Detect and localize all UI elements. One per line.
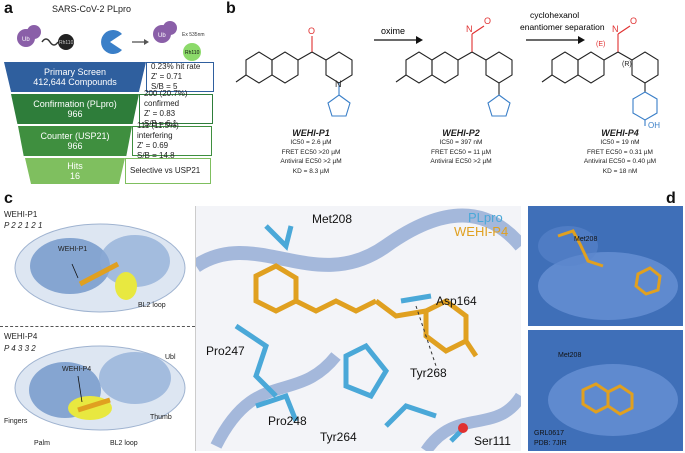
wehi-p4-structure [541,25,659,126]
residue-pro247: Pro247 [206,344,245,358]
p1-ligand [78,261,120,287]
fingers-label: Fingers [4,418,28,425]
ub-substrate-icon [17,25,74,50]
surface-view-wehi [538,226,678,320]
ub-text-2: Ub [158,33,166,39]
arrow-oxime-label: oxime [381,26,405,36]
panel-a: SARS-CoV-2 PLpro Ub Rh110 Ub Rh110 Ex 53… [0,0,225,190]
residue-ser111: Ser111 [474,434,511,448]
p1-bl2-label: BL2 loop [138,302,166,309]
residue-asp164: Asp164 [436,294,477,308]
panel-label-a: a [4,0,13,17]
p2-o-atom: O [484,16,491,26]
residue-tyr268: Tyr268 [410,366,447,380]
assay-schematic: Ub Rh110 Ub Rh110 Ex 535nm [17,21,205,61]
panel-c-closeup: Met208 Asp164 Pro247 Tyr268 Pro248 Tyr26… [196,206,521,451]
binding-site-view [196,208,521,451]
ex-text: Ex 535nm [182,32,205,38]
panel-b: O N oxime N O cyclohexanol enantiomer se… [226,0,685,190]
funnel-row-counter: Counter (USP21)966 111 (11.5%) interferi… [18,121,212,160]
panel-c-divider [0,326,195,327]
surface-view-grl0617 [548,364,678,436]
ub-text-1: Ub [22,37,30,43]
p1-spacegroup: P 2 2 1 2 1 [4,221,43,230]
grl0617-label: GRL0617 [534,430,564,437]
p4-bl2-label: BL2 loop [110,440,138,447]
p1-n-atom: N [335,79,342,89]
p4-spacegroup: P 4 3 3 2 [4,344,36,353]
stereo-e-label: (E) [596,41,605,48]
funnel-stage-counter: Counter (USP21)966 [18,126,132,156]
p4-n-atom: N [612,24,619,34]
plpro-enzyme-icon [101,30,122,54]
wehi-p2-name: WEHI-P2 [442,128,480,138]
arrow2-line1: cyclohexanol [530,10,579,20]
p1-bl2-loop-surface [115,272,137,300]
wehi-p4-ligand-sticks [253,263,479,358]
water-molecule [458,423,468,433]
panel-label-b: b [226,0,236,17]
p4-structure-view [14,345,186,431]
panel-label-d: d [666,190,676,207]
chemical-structures: O N oxime N O cyclohexanol enantiomer se… [235,10,660,130]
thumb-label: Thumb [150,414,172,421]
p4-ligand [77,397,111,413]
panel-d-bottom: Met208 GRL0617 PDB: 7JIR [528,330,683,451]
funnel-row-confirmation: Confirmation (PLpro)966 200 (20.7%) conf… [11,89,213,128]
palm-label: Palm [34,440,50,447]
funnel-stats-hits: Selective vs USP21 [125,158,211,184]
ligand-wehi-surface [557,229,604,268]
wehi-p1-name: WEHI-P1 [292,128,330,138]
pdb-label: PDB: 7JIR [534,440,567,447]
p4-title: WEHI-P4 [4,332,38,341]
wehi-p1-structure [235,36,353,117]
p2-n-atom: N [466,24,473,34]
residue-met208: Met208 [312,212,353,226]
legend-wehi-p4: WEHI-P4 [454,224,509,239]
funnel-stage-confirmation: Confirmation (PLpro)966 [11,94,139,124]
rh110-fluor-icon [183,43,201,61]
p1-structure-view [14,223,186,313]
rh-text-2: Rh110 [185,50,200,56]
residue-tyr264: Tyr264 [320,430,357,444]
plpro-residue-sticks [234,224,468,443]
arrow2-line2: enantiomer separation [520,22,605,32]
panel-d-top: Met208 [528,206,683,326]
p4-o-atom: O [630,16,637,26]
d-bottom-met208: Met208 [558,352,582,359]
ubl-label: Ubl [165,354,176,361]
p1-title: WEHI-P1 [4,210,38,219]
p4-oh-label: OH [648,121,660,130]
wehi-p4-name: WEHI-P4 [601,128,639,138]
wehi-p2-structure [395,25,513,117]
rh-text-1: Rh110 [59,40,74,46]
legend-plpro: PLpro [468,210,503,225]
panel-c-left: WEHI-P1 P 2 2 1 2 1 WEHI-P1 BL2 loop WEH… [0,206,196,451]
stereo-r-label: (R) [622,61,632,68]
p4-ligand-label: WEHI-P4 [62,366,92,373]
panel-label-c: c [4,190,13,207]
residue-pro248: Pro248 [268,414,307,428]
assay-title: SARS-CoV-2 PLpro [52,4,132,14]
p1-o-atom: O [308,26,315,36]
p1-ligand-label: WEHI-P1 [58,246,88,253]
d-top-met208: Met208 [574,236,598,243]
